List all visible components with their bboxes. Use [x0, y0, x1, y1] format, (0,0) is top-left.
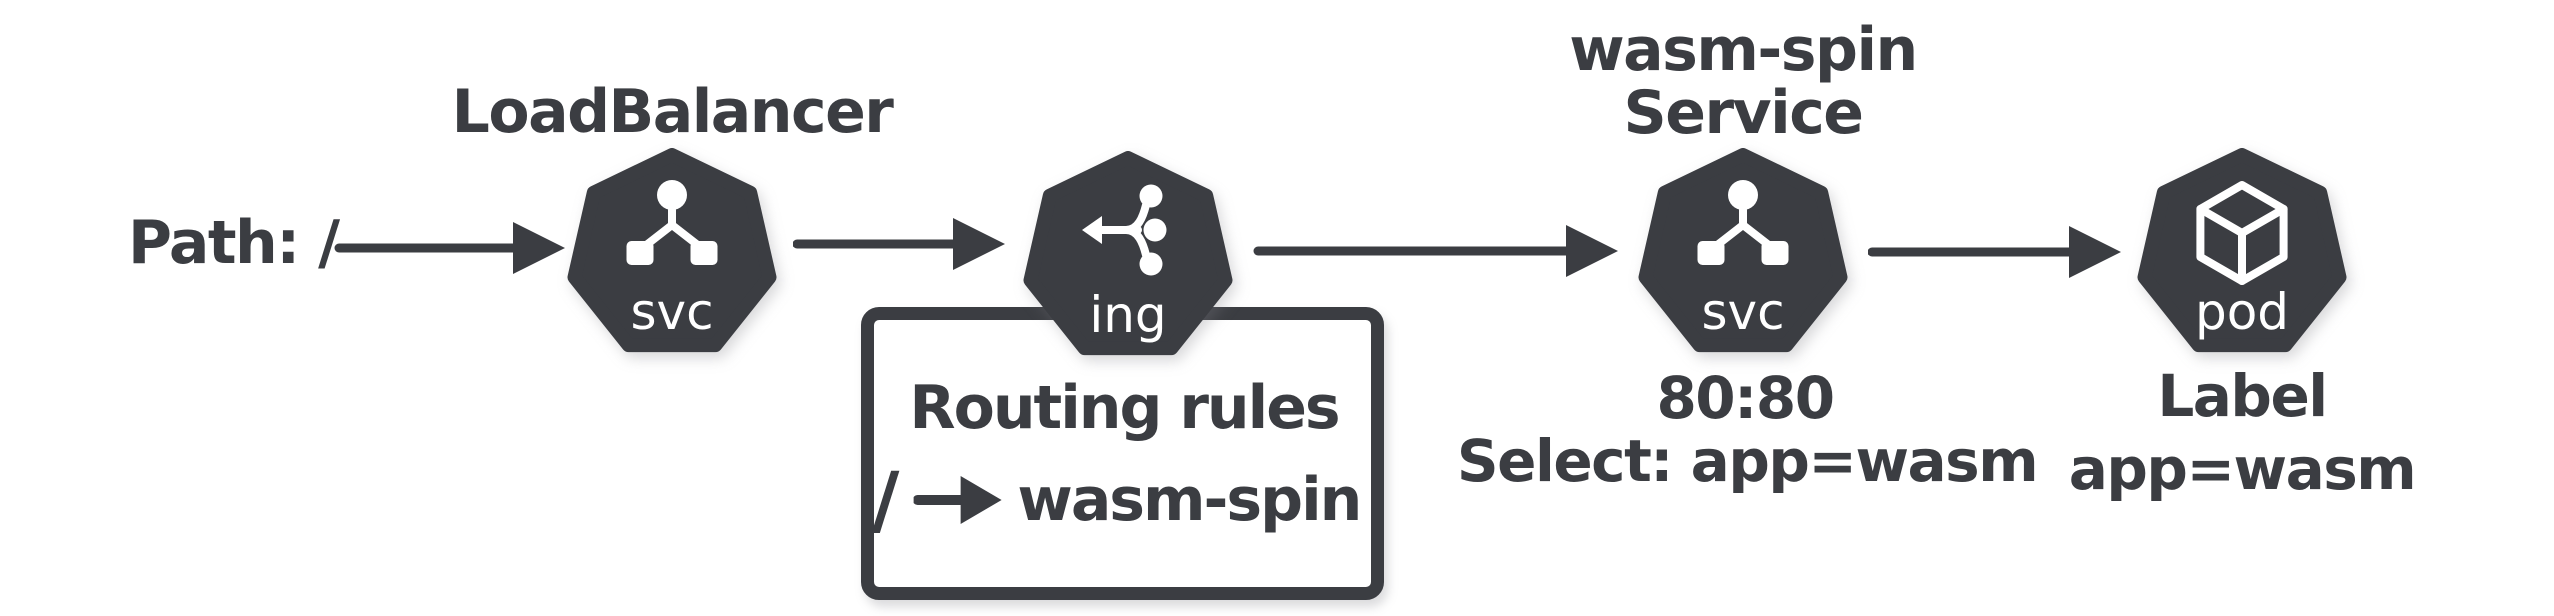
flow-arrow-1 [334, 222, 565, 274]
pod-label-line2: app=wasm [2068, 435, 2417, 503]
loadbalancer-title: LoadBalancer [451, 77, 894, 147]
routing-rules-box [861, 307, 1384, 600]
heptagon-shape [567, 148, 777, 353]
service-port-mapping: 80:80 [1656, 364, 1835, 432]
pod-badge: pod [2195, 283, 2289, 341]
routing-rule-arrow-icon [913, 476, 1002, 524]
loadbalancer-badge: svc [630, 283, 713, 341]
ingress-node: ing [1023, 151, 1233, 356]
flow-arrow-2 [793, 218, 1005, 270]
service-title-line2: Service [1623, 78, 1864, 148]
arrowhead-icon [2069, 226, 2121, 278]
kubernetes-ingress-icon [1082, 184, 1167, 276]
kubernetes-pod-icon [2196, 181, 2288, 285]
kubernetes-service-icon [1697, 180, 1789, 265]
request-path-label: Path: / [128, 208, 340, 278]
pod-node: pod [2137, 148, 2347, 353]
wasm-spin-service-badge: svc [1701, 283, 1784, 341]
heptagon-shape [1023, 151, 1233, 356]
flow-arrow-4 [1868, 226, 2121, 278]
arrowhead-icon [513, 222, 565, 274]
routing-rules-title: Routing rules [909, 373, 1340, 443]
loadbalancer-node: svc [567, 148, 777, 353]
arrowhead-icon [1566, 225, 1618, 277]
ingress-badge: ing [1089, 286, 1166, 344]
wasm-spin-service-node: svc [1638, 148, 1848, 353]
service-selector: Select: app=wasm [1456, 427, 2039, 495]
routing-rule-target: wasm-spin [1017, 465, 1362, 535]
kubernetes-service-icon [626, 180, 718, 265]
flow-arrow-3 [1253, 225, 1618, 277]
heptagon-shape [1638, 148, 1848, 353]
arrowhead-icon [953, 218, 1005, 270]
service-title-line1: wasm-spin [1569, 15, 1918, 85]
pod-label-line1: Label [2157, 362, 2328, 430]
routing-rule-row: / wasm-spin [871, 452, 1363, 548]
routing-rule-path: / [871, 455, 900, 544]
